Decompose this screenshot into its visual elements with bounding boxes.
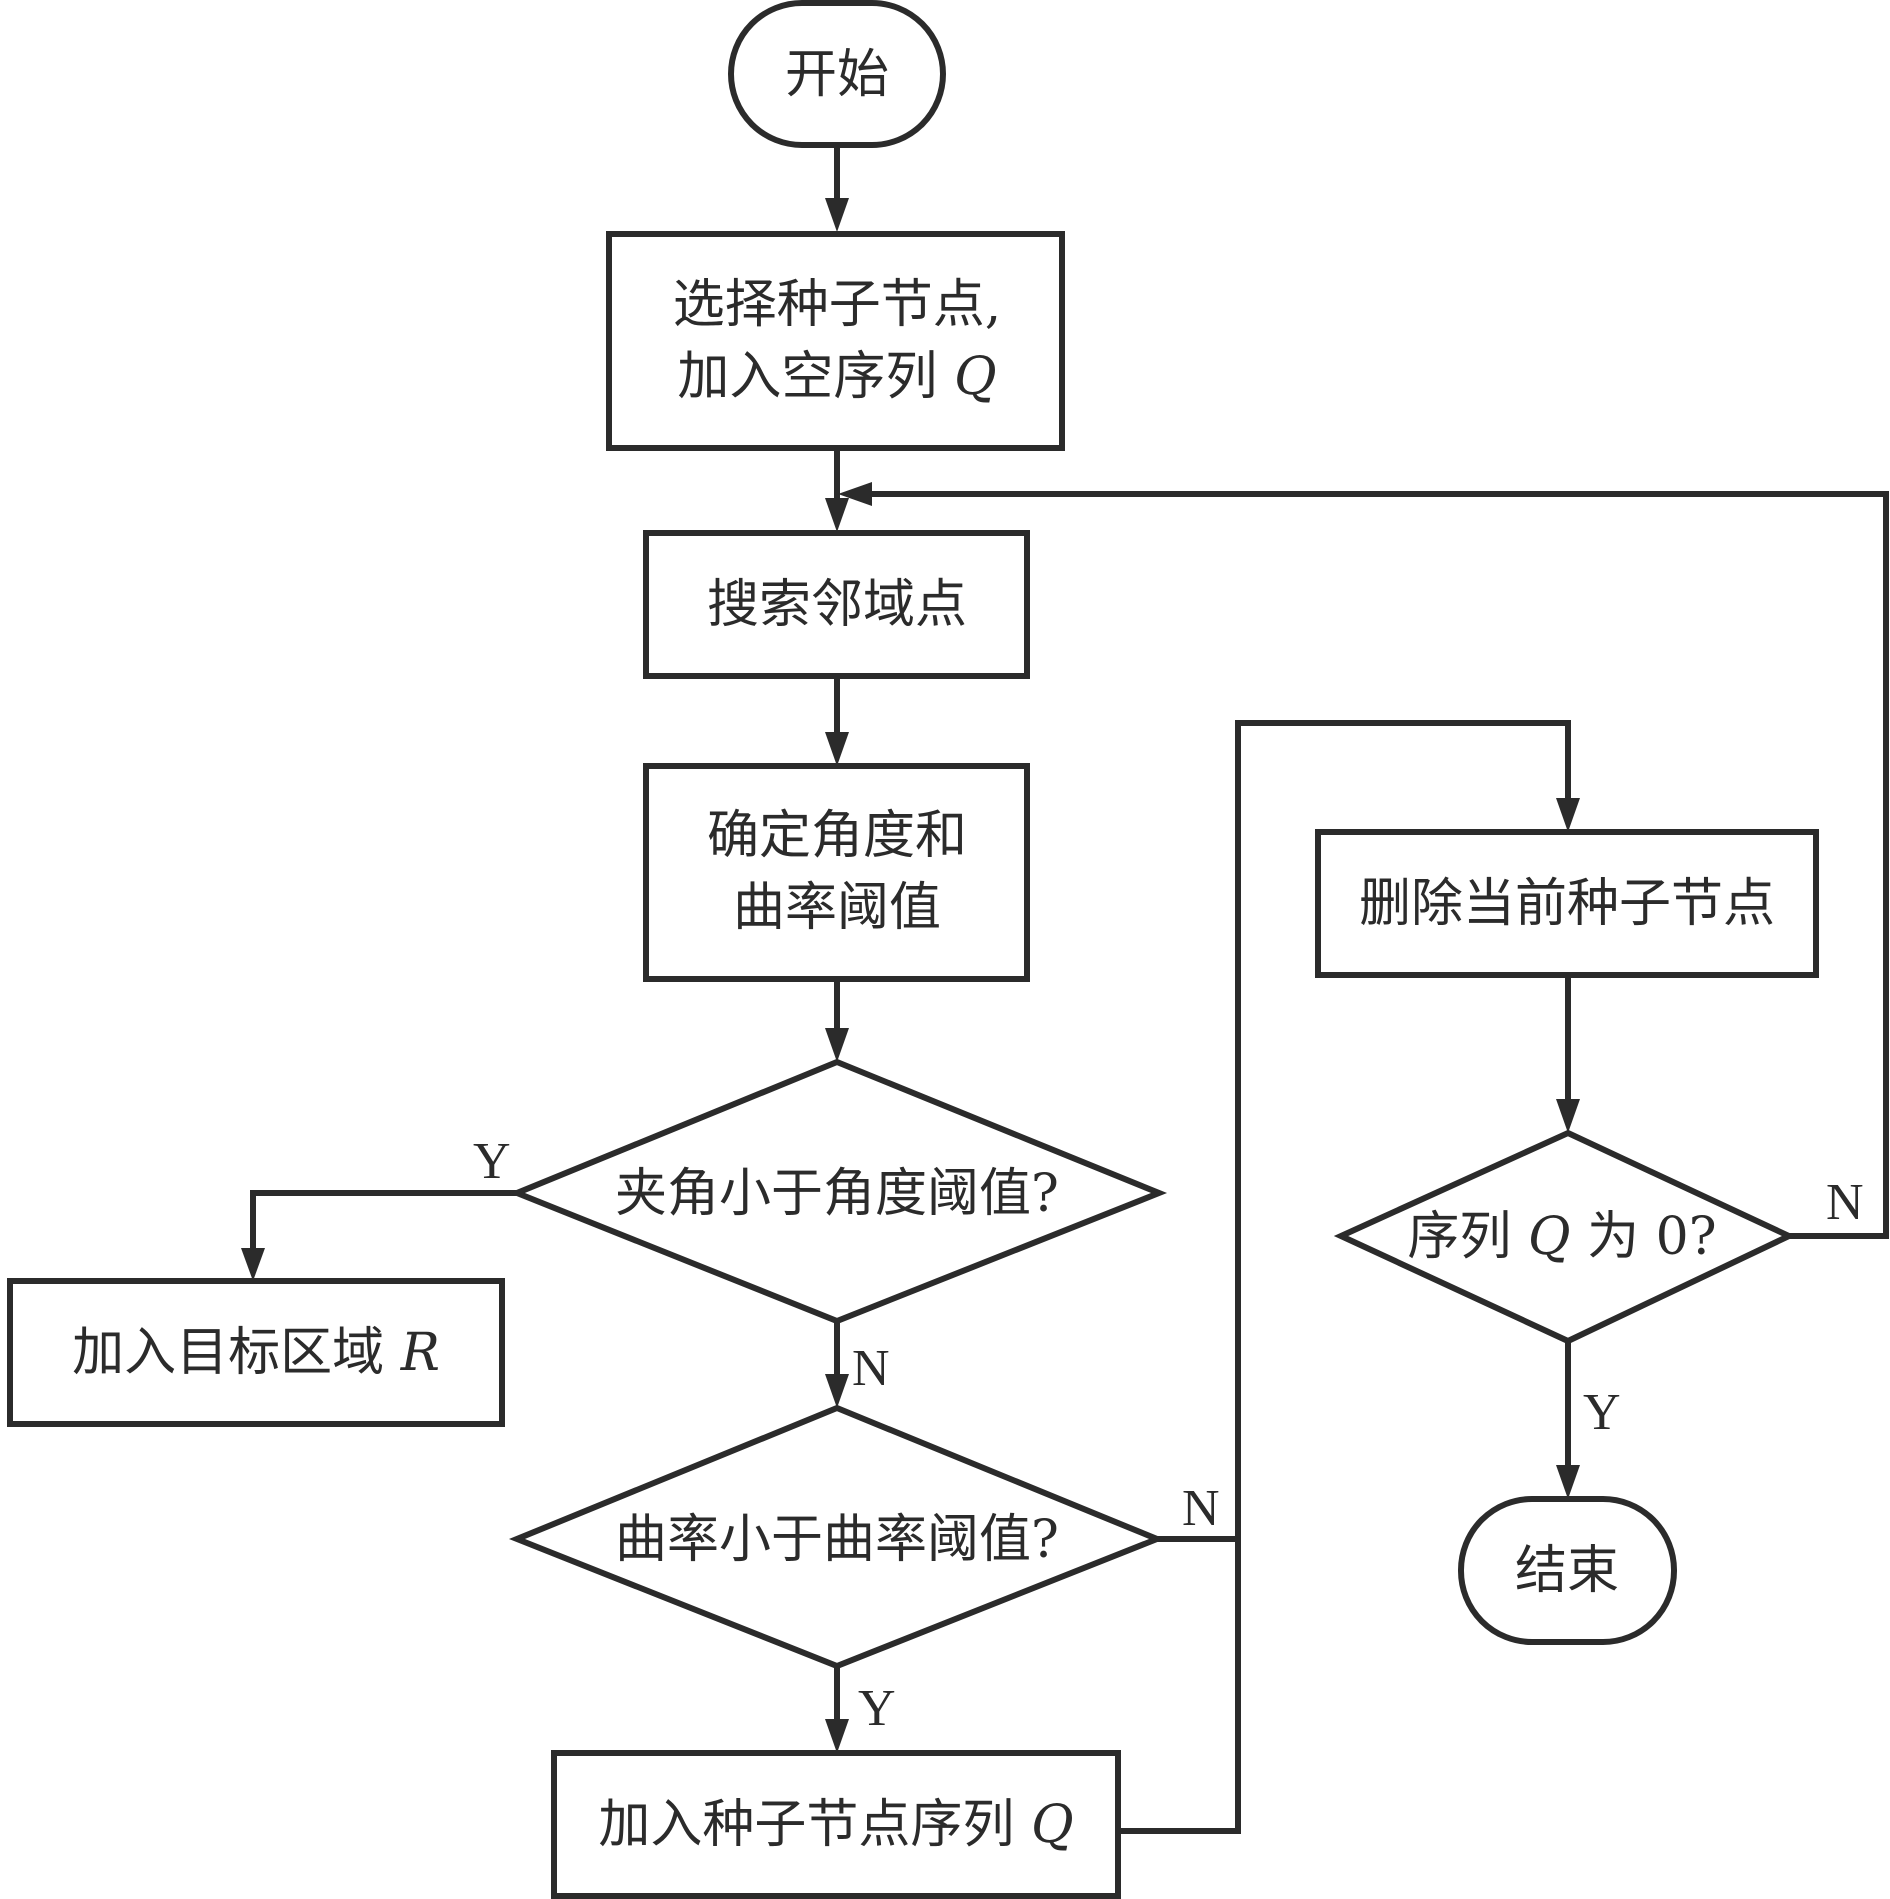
- arrowhead: [825, 1719, 849, 1753]
- node-queue-empty-check: 序列 Q 为 0?: [1333, 1129, 1797, 1345]
- edge-queue-to-delete: [1118, 720, 1571, 1834]
- node-set-thresholds: 确定角度和 曲率阈值: [643, 763, 1030, 982]
- edge-angle-yes: [250, 1190, 517, 1250]
- queue-empty-diamond: [1333, 1129, 1797, 1345]
- connectors: [241, 145, 1889, 1834]
- edge-labels: Y N Y N Y N: [473, 1133, 1864, 1737]
- angle-check-label: 夹角小于角度阈值?: [615, 1164, 1059, 1224]
- node-search-neighbors: 搜索邻域点: [643, 530, 1030, 679]
- node-end: 结束: [1458, 1496, 1677, 1645]
- node-add-region: 加入目标区域 R: [7, 1278, 505, 1427]
- add-region-label: 加入目标区域 R: [72, 1323, 440, 1383]
- end-terminal: [1458, 1496, 1677, 1645]
- start-label: 开始: [785, 45, 889, 105]
- angle-no-label: N: [852, 1340, 890, 1397]
- set-thresholds-line1: 确定角度和: [707, 806, 967, 866]
- node-start: 开始: [728, 0, 946, 148]
- arrowhead: [1556, 1465, 1580, 1499]
- edge-check-no-loop: [870, 491, 1889, 1239]
- node-select-seed: 选择种子节点, 加入空序列 Q: [606, 231, 1065, 451]
- set-thresholds-line2: 曲率阈值: [733, 878, 941, 938]
- arrowhead: [825, 732, 849, 766]
- node-delete-seed: 删除当前种子节点: [1315, 829, 1819, 978]
- node-curvature-check: 曲率小于曲率阈值?: [508, 1404, 1166, 1670]
- add-seed-queue-label: 加入种子节点序列 Q: [598, 1795, 1073, 1855]
- set-thresholds-box: [643, 763, 1030, 982]
- arrowhead: [241, 1248, 265, 1281]
- end-label: 结束: [1515, 1541, 1619, 1601]
- add-seed-queue-box: [551, 1750, 1121, 1899]
- select-seed-line2: 加入空序列 Q: [677, 347, 996, 407]
- node-angle-check: 夹角小于角度阈值?: [509, 1058, 1168, 1325]
- select-seed-line1: 选择种子节点,: [673, 275, 1002, 335]
- curvature-no-label: N: [1182, 1480, 1220, 1537]
- angle-yes-label: Y: [473, 1133, 511, 1190]
- delete-seed-label: 删除当前种子节点: [1359, 874, 1775, 934]
- queue-no-label: N: [1826, 1174, 1864, 1231]
- arrowhead: [825, 498, 849, 532]
- arrowhead: [825, 1028, 849, 1062]
- queue-empty-label: 序列 Q 为 0?: [1407, 1207, 1716, 1267]
- arrowhead: [1556, 1099, 1580, 1133]
- delete-seed-box: [1315, 829, 1819, 978]
- node-add-seed-queue: 加入种子节点序列 Q: [551, 1750, 1121, 1899]
- add-region-box: [7, 1278, 505, 1427]
- arrowhead: [825, 198, 849, 232]
- arrowhead: [825, 1374, 849, 1408]
- angle-check-diamond: [509, 1058, 1168, 1325]
- curvature-yes-label: Y: [858, 1680, 896, 1737]
- queue-yes-label: Y: [1583, 1384, 1621, 1441]
- search-neighbors-box: [643, 530, 1030, 679]
- curvature-check-diamond: [508, 1404, 1166, 1670]
- start-terminal: [728, 0, 946, 148]
- search-neighbors-label: 搜索邻域点: [707, 575, 967, 635]
- curvature-check-label: 曲率小于曲率阈值?: [615, 1510, 1059, 1570]
- arrowhead: [838, 482, 872, 506]
- arrowhead: [1556, 798, 1580, 832]
- select-seed-box: [606, 231, 1065, 451]
